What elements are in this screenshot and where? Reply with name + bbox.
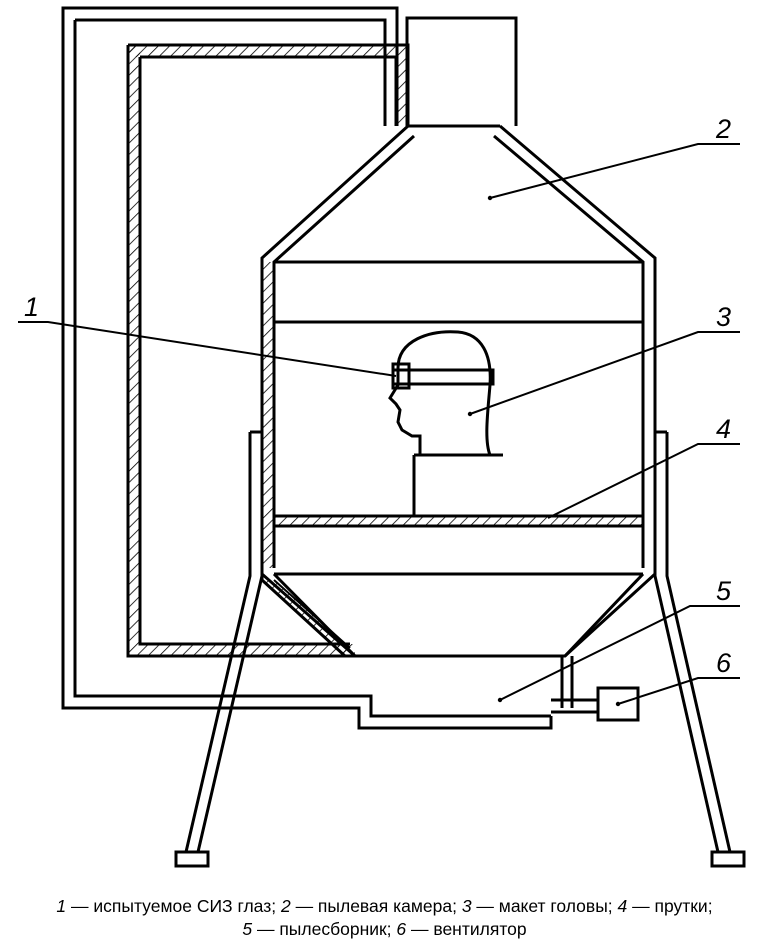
caption-text: — пылевая камера; (290, 896, 462, 916)
dust-chamber-body (260, 124, 657, 714)
caption-num: 2 (280, 896, 291, 916)
right-foot (710, 850, 746, 868)
leader-2 (489, 143, 740, 199)
fan-box (596, 686, 640, 722)
caption-text: — прутки; (627, 896, 713, 916)
support-legs (184, 430, 732, 853)
caption-text: — пылесборник; (252, 919, 397, 939)
outer-return-duct (61, 6, 553, 730)
caption-text: — макет головы; (471, 896, 618, 916)
caption-line-1: 1 — испытуемое СИЗ глаз; 2 — пылевая кам… (0, 895, 769, 917)
callout-6: 6 (716, 648, 732, 678)
dust-chamber-diagram: 1 2 3 4 5 6 (18, 6, 746, 868)
caption-num: 5 (242, 919, 253, 939)
callout-3: 3 (716, 302, 731, 332)
callout-2: 2 (715, 114, 731, 144)
callout-5: 5 (716, 576, 732, 606)
callout-4: 4 (716, 414, 731, 444)
leader-6 (617, 677, 740, 705)
caption-text: — вентилятор (406, 919, 527, 939)
inner-hatched-duct (126, 43, 410, 658)
caption-num: 6 (396, 919, 407, 939)
head-dummy (388, 330, 503, 516)
left-foot (174, 850, 210, 868)
caption-num: 4 (617, 896, 628, 916)
leader-3 (469, 331, 740, 415)
callout-1: 1 (24, 292, 39, 322)
leader-5 (499, 605, 740, 701)
leader-4 (547, 443, 740, 519)
caption-num: 3 (461, 896, 472, 916)
caption-num: 1 (56, 896, 67, 916)
caption-text: — испытуемое СИЗ глаз; (66, 896, 281, 916)
leader-1 (18, 321, 397, 377)
caption-line-2: 5 — пылесборник; 6 — вентилятор (0, 918, 769, 940)
